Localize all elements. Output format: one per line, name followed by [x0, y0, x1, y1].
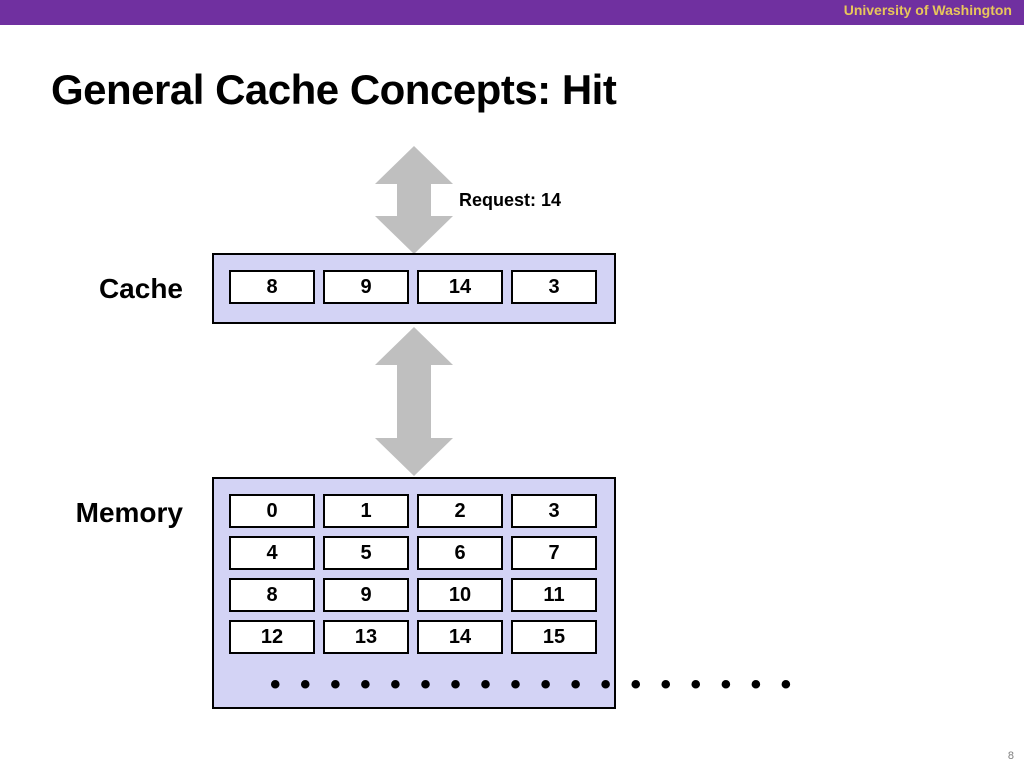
- request-arrow-icon: [375, 146, 453, 254]
- memory-block: 9: [323, 578, 409, 612]
- header-bar: University of Washington: [0, 0, 1024, 25]
- memory-block: 6: [417, 536, 503, 570]
- transfer-arrow-shape: [375, 327, 453, 476]
- memory-block: 15: [511, 620, 597, 654]
- memory-block: 7: [511, 536, 597, 570]
- cache-block: 8: [229, 270, 315, 304]
- memory-block: 3: [511, 494, 597, 528]
- memory-label: Memory: [75, 497, 183, 528]
- cache-block: 3: [511, 270, 597, 304]
- organization-name: University of Washington: [843, 2, 1012, 18]
- memory-block: 8: [229, 578, 315, 612]
- cache-block: 14: [417, 270, 503, 304]
- memory-block: 12: [229, 620, 315, 654]
- cache-label: Cache: [98, 273, 183, 304]
- memory-block: 1: [323, 494, 409, 528]
- slide-title: General Cache Concepts: Hit: [51, 66, 617, 113]
- memory-block: 4: [229, 536, 315, 570]
- request-arrow-shape: [375, 146, 453, 254]
- memory-block: 11: [511, 578, 597, 612]
- transfer-arrow-icon: [375, 327, 453, 476]
- memory-block: 0: [229, 494, 315, 528]
- cache-block: 9: [323, 270, 409, 304]
- memory-continuation-dots: • • • • • • • • • • • • • • • • • •: [270, 668, 797, 701]
- memory-block: 2: [417, 494, 503, 528]
- memory-block: 14: [417, 620, 503, 654]
- memory-block: 5: [323, 536, 409, 570]
- page-number: 8: [1007, 750, 1014, 762]
- memory-block: 13: [323, 620, 409, 654]
- request-label: Request: 14: [459, 190, 562, 210]
- memory-block: 10: [417, 578, 503, 612]
